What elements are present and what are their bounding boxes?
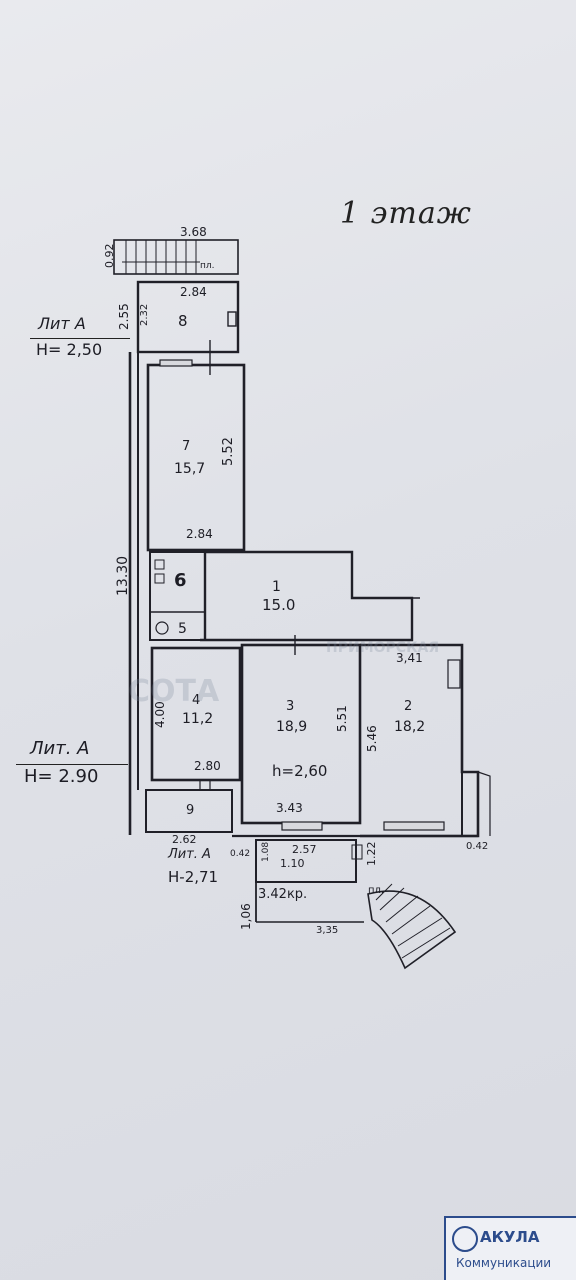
watermark-brand: СОТА xyxy=(128,674,220,709)
room-1-area: 15.0 xyxy=(262,596,296,614)
dim-1-22: 1.22 xyxy=(365,841,378,867)
room-4-area: 11,2 xyxy=(182,711,214,727)
lit-top-height: Н= 2,50 xyxy=(36,340,103,359)
lit-main-underline xyxy=(16,764,128,765)
dim-3-68: 3.68 xyxy=(180,225,207,239)
dim-2-57: 2.57 xyxy=(292,843,317,856)
lit-bottom-height: Н-2,71 xyxy=(168,868,219,886)
stair-top-label: пл. xyxy=(200,261,215,271)
stair-bottom xyxy=(367,890,457,970)
room-3-area: 18,9 xyxy=(276,719,308,735)
room-3-number: 3 xyxy=(286,699,295,714)
lit-main-name: Лит. А xyxy=(30,738,90,759)
dim-3-41: 3,41 xyxy=(396,651,423,665)
dim-2-55: 2.55 xyxy=(117,303,131,330)
lit-top-name: Лит А xyxy=(38,314,86,333)
lit-main-height: Н= 2.90 xyxy=(24,766,99,787)
room-5-number: 5 xyxy=(178,621,187,637)
stair-steps xyxy=(122,240,200,274)
badge-text: АКУЛА xyxy=(480,1228,540,1246)
lit-top-underline xyxy=(30,338,130,339)
room-8-outline xyxy=(136,280,240,354)
room-6-number: 6 xyxy=(174,570,187,591)
room-2-number: 2 xyxy=(404,699,413,714)
agency-badge[interactable]: АКУЛА Коммуникации xyxy=(444,1216,576,1280)
dim-0-92: 0.92 xyxy=(103,243,116,269)
room-7-number: 7 xyxy=(182,439,191,454)
dim-2-32: 2.32 xyxy=(139,303,150,326)
dim-5-46: 5.46 xyxy=(365,725,379,752)
room-8-number: 8 xyxy=(178,312,188,330)
dim-1-06: 1,06 xyxy=(239,903,253,930)
watermark-brand-2: ПРИМОРСКАЯ xyxy=(326,640,440,656)
dim-3-43: 3.43 xyxy=(276,801,303,815)
room-1-number: 1 xyxy=(272,579,281,595)
room-7-area: 15,7 xyxy=(174,461,206,477)
dim-1-10: 1.10 xyxy=(280,857,305,870)
dim-1-08: 1.08 xyxy=(261,841,271,862)
dim-3-35: 3,35 xyxy=(316,925,339,936)
dim-5-51: 5.51 xyxy=(335,705,349,732)
dim-13-30: 13.30 xyxy=(115,555,131,596)
room-2-area: 18,2 xyxy=(394,719,426,735)
badge-subtext: Коммуникации xyxy=(456,1256,552,1270)
floor-title: 1 этаж xyxy=(340,196,472,231)
vestibule-outline xyxy=(255,839,357,883)
room-6-outline xyxy=(149,551,206,641)
room-4-outline xyxy=(150,646,242,782)
room-1-outline xyxy=(200,550,414,642)
dim-5-52: 5.52 xyxy=(221,437,236,466)
dim-0-42-left: 0.42 xyxy=(230,849,251,859)
dim-2-84-mid: 2.84 xyxy=(186,527,213,541)
dim-3-42: 3.42кр. xyxy=(258,887,308,902)
shark-logo-icon xyxy=(452,1226,478,1252)
room-9-number: 9 xyxy=(186,803,195,818)
room-7-outline xyxy=(146,363,246,552)
room-4-number: 4 xyxy=(192,693,201,708)
room-3-height: h=2,60 xyxy=(272,762,328,780)
stair-bottom-label: пл. xyxy=(368,885,385,896)
dim-0-42-right: 0.42 xyxy=(466,841,489,852)
dim-2-80: 2.80 xyxy=(194,759,221,773)
dim-2-62: 2.62 xyxy=(172,833,197,846)
lit-bottom-name: Лит. А xyxy=(168,847,211,862)
dim-2-84-top: 2.84 xyxy=(180,285,207,299)
room-9-outline xyxy=(145,789,233,833)
